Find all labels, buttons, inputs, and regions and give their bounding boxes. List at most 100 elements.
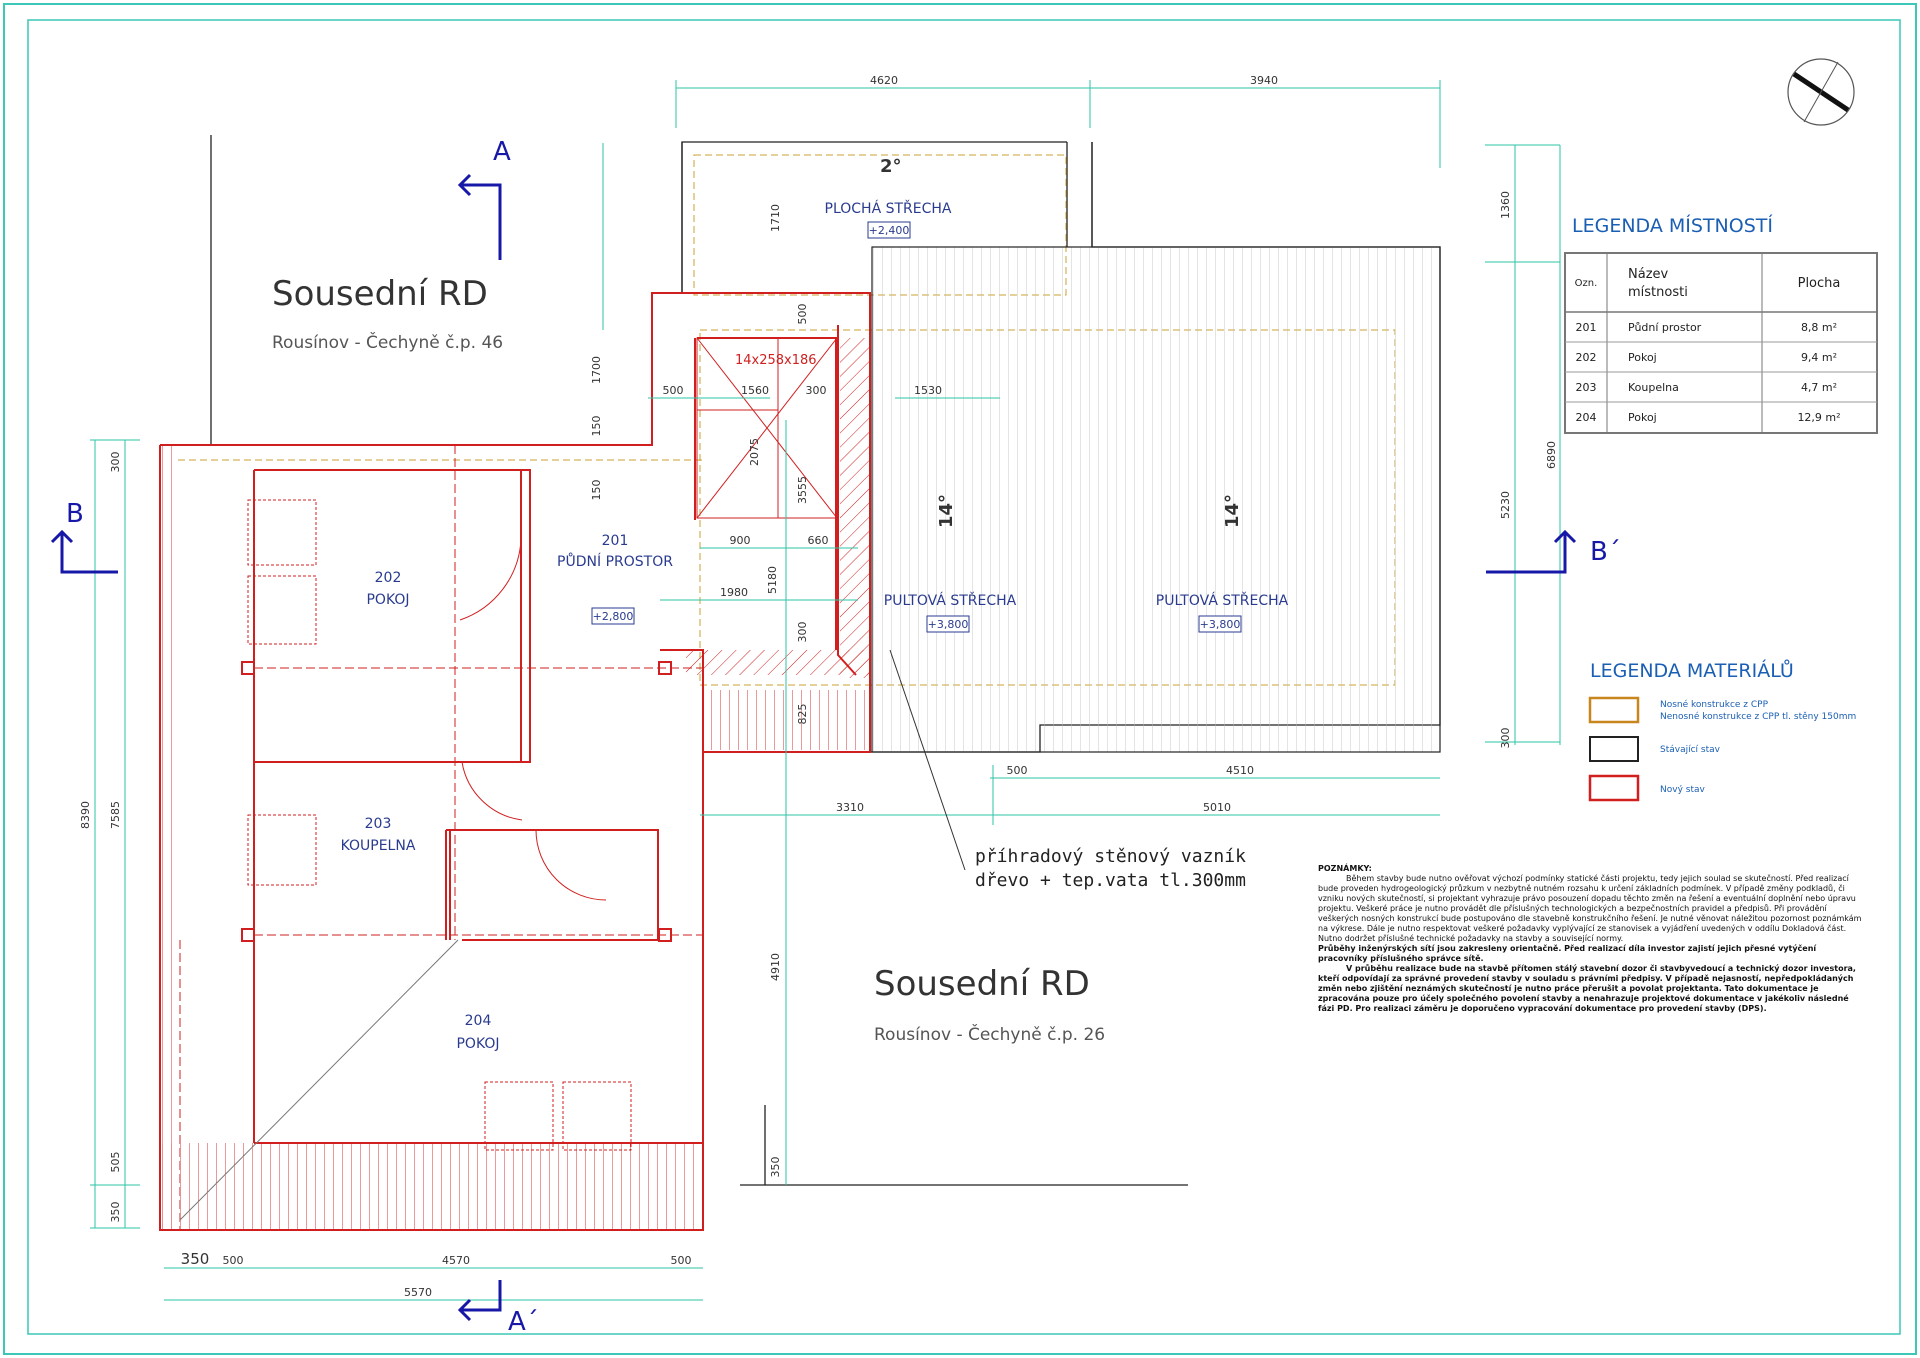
outer-frame [3, 3, 1917, 1355]
svg-text:4570: 4570 [442, 1254, 470, 1267]
svg-text:500: 500 [1007, 764, 1028, 777]
svg-text:Nový stav: Nový stav [1660, 785, 1705, 795]
svg-text:204: 204 [1576, 411, 1597, 424]
notes-paragraph-2: V průběhu realizace bude na stavbě příto… [1318, 964, 1856, 1013]
svg-text:300: 300 [796, 622, 809, 643]
new-construction [159, 292, 871, 1231]
svg-text:500: 500 [671, 1254, 692, 1267]
notes-paragraph-1b: Průběhy inženýrských sítí jsou zakreslen… [1318, 944, 1817, 963]
dimension-lines [90, 80, 1561, 1301]
room-203-name: KOUPELNA [341, 838, 416, 854]
svg-text:660: 660 [808, 534, 829, 547]
svg-text:12,9 m²: 12,9 m² [1797, 411, 1840, 424]
room-202-number: 202 [375, 570, 402, 586]
svg-text:5570: 5570 [404, 1286, 432, 1299]
svg-text:4910: 4910 [769, 953, 782, 981]
svg-text:350: 350 [109, 1202, 122, 1223]
svg-text:Nosné konstrukce z CPP: Nosné konstrukce z CPP [1660, 699, 1769, 710]
section-a2-label: A´ [508, 1307, 539, 1337]
svg-text:5230: 5230 [1499, 491, 1512, 519]
neighbor-title-2: Sousední RD [874, 964, 1090, 1004]
notes-paragraph-1: Během stavby bude nutno ověřovat výchozí… [1318, 874, 1862, 943]
svg-text:1560: 1560 [741, 384, 769, 397]
flat-roof-name: PLOCHÁ STŘECHA [825, 200, 952, 217]
stairs-label: 14x258x186 [735, 353, 817, 368]
svg-text:9,4 m²: 9,4 m² [1801, 351, 1837, 364]
room-204-number: 204 [465, 1013, 492, 1029]
svg-text:Ozn.: Ozn. [1575, 278, 1598, 289]
notes-title: POZNÁMKY: [1318, 864, 1372, 873]
svg-text:8,8 m²: 8,8 m² [1801, 321, 1837, 334]
svg-text:505: 505 [109, 1152, 122, 1173]
shed-roof-2-level: +3,800 [1200, 618, 1241, 631]
svg-text:místnosti: místnosti [1628, 285, 1688, 300]
svg-text:Koupelna: Koupelna [1628, 381, 1679, 394]
neighbor-address-1: Rousínov - Čechyně č.p. 46 [272, 331, 503, 353]
room-legend-title: LEGENDA MÍSTNOSTÍ [1572, 214, 1773, 237]
section-b-label: B [66, 499, 84, 529]
room-201-name: PŮDNÍ PROSTOR [557, 552, 673, 570]
shed-roof-1-name: PULTOVÁ STŘECHA [884, 592, 1017, 609]
svg-text:4620: 4620 [870, 74, 898, 87]
svg-text:1360: 1360 [1499, 191, 1512, 219]
svg-text:150: 150 [590, 416, 603, 437]
room-201-number: 201 [602, 533, 629, 549]
svg-text:300: 300 [806, 384, 827, 397]
svg-text:350: 350 [181, 1250, 210, 1268]
shed-roof-surface [872, 247, 1432, 752]
svg-text:825: 825 [796, 704, 809, 725]
shed-roof-2-slope: 14° [1222, 494, 1243, 528]
room-201-level: +2,800 [593, 610, 634, 623]
svg-text:4510: 4510 [1226, 764, 1254, 777]
svg-text:5180: 5180 [766, 566, 779, 594]
truss-note-line1: příhradový stěnový vazník [975, 846, 1246, 867]
section-b2-label: B´ [1590, 537, 1621, 567]
svg-text:1700: 1700 [590, 356, 603, 384]
room-204-name: POKOJ [456, 1036, 499, 1052]
svg-text:900: 900 [730, 534, 751, 547]
svg-text:203: 203 [1576, 381, 1597, 394]
svg-text:300: 300 [109, 452, 122, 473]
svg-text:Nenosné konstrukce z CPP tl. s: Nenosné konstrukce z CPP tl. stěny 150mm [1660, 711, 1856, 722]
svg-text:4,7 m²: 4,7 m² [1801, 381, 1837, 394]
svg-text:3940: 3940 [1250, 74, 1278, 87]
dimension-texts: 4620 3940 1360 5230 6890 300 300 8390 75… [79, 74, 1558, 1299]
section-a-label: A [493, 137, 511, 167]
shed-roof-1-slope: 14° [936, 494, 957, 528]
svg-text:2075: 2075 [748, 438, 761, 466]
svg-text:350: 350 [769, 1157, 782, 1178]
inner-frame [27, 19, 1901, 1335]
svg-text:Plocha: Plocha [1798, 276, 1841, 291]
svg-text:150: 150 [590, 480, 603, 501]
shed-roof-2-name: PULTOVÁ STŘECHA [1156, 592, 1289, 609]
svg-text:Stávající stav: Stávající stav [1660, 745, 1721, 755]
material-legend: Nosné konstrukce z CPP Nenosné konstrukc… [1588, 696, 1856, 802]
notes-block: POZNÁMKY: Během stavby bude nutno ověřov… [1318, 864, 1866, 1014]
room-203-number: 203 [365, 816, 392, 832]
svg-text:Pokoj: Pokoj [1628, 351, 1657, 364]
svg-text:Půdní prostor: Půdní prostor [1628, 321, 1702, 334]
svg-text:500: 500 [223, 1254, 244, 1267]
svg-text:5010: 5010 [1203, 801, 1231, 814]
svg-text:201: 201 [1576, 321, 1597, 334]
svg-text:6890: 6890 [1545, 441, 1558, 469]
svg-text:7585: 7585 [109, 801, 122, 829]
svg-text:500: 500 [796, 304, 809, 325]
flat-roof-level: +2,400 [869, 224, 910, 237]
svg-text:1980: 1980 [720, 586, 748, 599]
neighbor-title-1: Sousední RD [272, 274, 488, 314]
svg-text:3310: 3310 [836, 801, 864, 814]
neighbor-address-2: Rousínov - Čechyně č.p. 26 [874, 1023, 1105, 1045]
north-arrow-icon [1787, 58, 1855, 126]
shed-roof-1-level: +3,800 [928, 618, 969, 631]
svg-text:500: 500 [663, 384, 684, 397]
material-legend-title: LEGENDA MATERIÁLŮ [1590, 658, 1794, 682]
svg-text:202: 202 [1576, 351, 1597, 364]
flat-roof-slope: 2° [880, 156, 902, 177]
truss-note-line2: dřevo + tep.vata tl.300mm [975, 870, 1246, 891]
svg-text:300: 300 [1499, 728, 1512, 749]
svg-text:Pokoj: Pokoj [1628, 411, 1657, 424]
room-legend-table: Ozn. Název místnosti Plocha 201 Půdní pr… [1564, 252, 1878, 434]
